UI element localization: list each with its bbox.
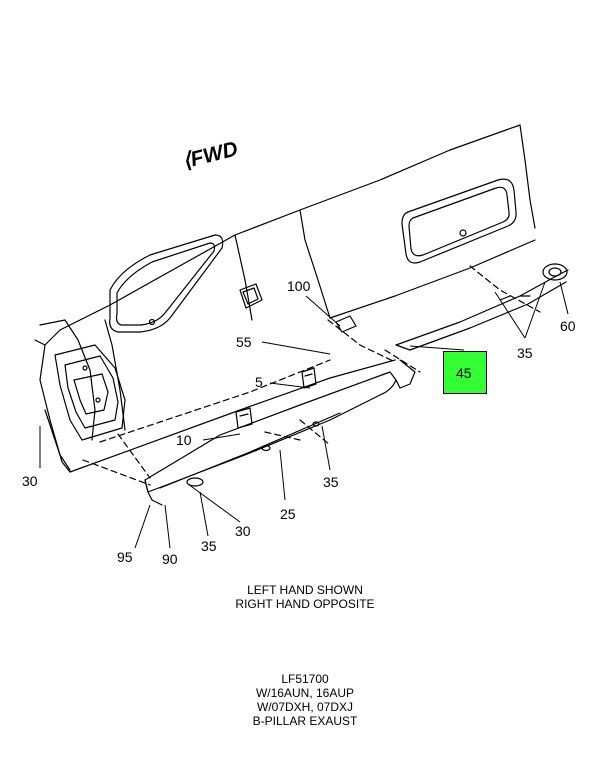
orientation-note: LEFT HAND SHOWN RIGHT HAND OPPOSITE bbox=[0, 583, 610, 611]
highlight-box-45 bbox=[443, 351, 487, 394]
callout-30-left[interactable]: 30 bbox=[22, 473, 38, 489]
callout-90[interactable]: 90 bbox=[162, 551, 178, 567]
fastener-10 bbox=[235, 407, 253, 429]
upper-trim-strip bbox=[395, 263, 569, 351]
callout-100[interactable]: 100 bbox=[287, 278, 311, 294]
callout-5[interactable]: 5 bbox=[255, 374, 263, 390]
fastener-100 bbox=[335, 315, 357, 333]
callout-25[interactable]: 25 bbox=[280, 506, 296, 522]
leader-lines bbox=[39, 281, 569, 549]
callout-55[interactable]: 55 bbox=[236, 334, 252, 350]
callout-35-bottom[interactable]: 35 bbox=[201, 538, 217, 554]
callout-60[interactable]: 60 bbox=[560, 318, 576, 334]
callout-95[interactable]: 95 bbox=[117, 549, 133, 565]
cab-rear-panel bbox=[39, 124, 541, 486]
part-description: B-PILLAR EXAUST bbox=[252, 714, 358, 728]
callout-35-mid[interactable]: 35 bbox=[323, 474, 339, 490]
left-cab-corner-detail bbox=[34, 319, 126, 471]
note-line-2: RIGHT HAND OPPOSITE bbox=[235, 597, 375, 611]
note-line-1: LEFT HAND SHOWN bbox=[247, 583, 363, 597]
rocker-trim-panel bbox=[144, 359, 416, 506]
callout-35-right[interactable]: 35 bbox=[517, 345, 533, 361]
part-number: LF51700 bbox=[281, 672, 329, 686]
part-info-block: LF51700 W/16AUN, 16AUP W/07DXH, 07DXJ B-… bbox=[0, 672, 610, 728]
callout-10[interactable]: 10 bbox=[176, 432, 192, 448]
callout-45[interactable]: 45 bbox=[456, 365, 472, 381]
option-codes-2: W/07DXH, 07DXJ bbox=[256, 700, 354, 714]
option-codes-1: W/16AUN, 16AUP bbox=[255, 686, 355, 700]
fastener-5 bbox=[301, 367, 317, 389]
callout-30-bottom[interactable]: 30 bbox=[235, 523, 251, 539]
